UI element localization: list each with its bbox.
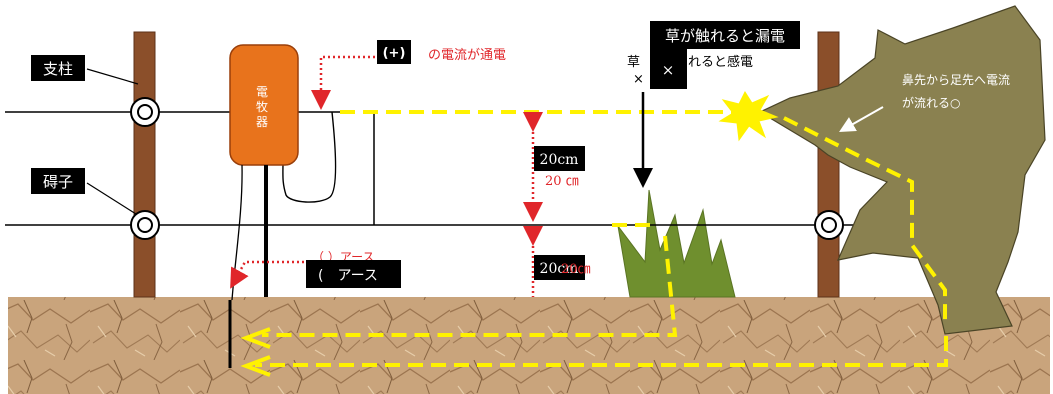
grass-label-line1: 草が触れると漏電 [665, 27, 785, 45]
height-upper: 20cm [540, 152, 579, 168]
animal-current-pointer [839, 106, 884, 132]
earth-pointer [230, 260, 304, 289]
grass [617, 189, 736, 298]
ground-return-path [255, 175, 948, 367]
height-box-lower [534, 255, 585, 280]
insulator-label-box [31, 168, 85, 194]
grass-label-line2: × [662, 61, 675, 79]
animal [758, 5, 1046, 335]
energizer-label-3: 器 [256, 115, 268, 129]
insulator-left-lower [130, 210, 160, 240]
grass-label-behind-1: 草 [627, 55, 640, 70]
lead-wire [282, 111, 337, 203]
height-box-upper [534, 146, 585, 171]
grass-label-behind-3: × [633, 72, 644, 87]
height-upper-red: 20 ㎝ [545, 174, 579, 189]
plus-current-pointer [311, 55, 375, 110]
post-label-box [31, 55, 85, 81]
animal-current-label-2: が流れる○ [902, 95, 960, 110]
spark-icon [718, 90, 779, 142]
plus-label-box [377, 40, 411, 64]
earth-label-box [306, 260, 401, 288]
animal-current-path [783, 116, 947, 325]
insulator-label-pointer [86, 182, 137, 215]
plus-label: (+) [383, 46, 406, 61]
post-left [133, 31, 156, 298]
post-label-pointer [86, 68, 139, 85]
animal-current-label-1: 鼻先から足先へ電流 [902, 72, 1010, 87]
grass-label-behind-2: れると感電 [688, 54, 753, 70]
post-right [817, 31, 840, 298]
energizer-label-1: 電 [256, 85, 268, 99]
height-lower-red: 20㎝ [561, 262, 591, 277]
grass-label-box-bottom [650, 49, 687, 89]
post-label: 支柱 [43, 60, 73, 78]
return-arrow-lower [240, 355, 271, 377]
insulator-label: 碍子 [43, 173, 73, 191]
grass-label-box-top [650, 21, 800, 49]
height-lower: 20cm [540, 261, 579, 277]
earth-label: ( アース [318, 268, 378, 284]
energizer-left-lead [231, 164, 243, 301]
return-arrow-upper [240, 327, 271, 349]
insulator-right-lower [814, 210, 844, 240]
ground-return-path-inner [262, 235, 678, 337]
energizer-label-2: 牧 [256, 100, 268, 114]
soil [8, 297, 1050, 394]
insulator-left-upper [130, 97, 160, 127]
plus-current-text: の電流が通電 [428, 48, 506, 63]
